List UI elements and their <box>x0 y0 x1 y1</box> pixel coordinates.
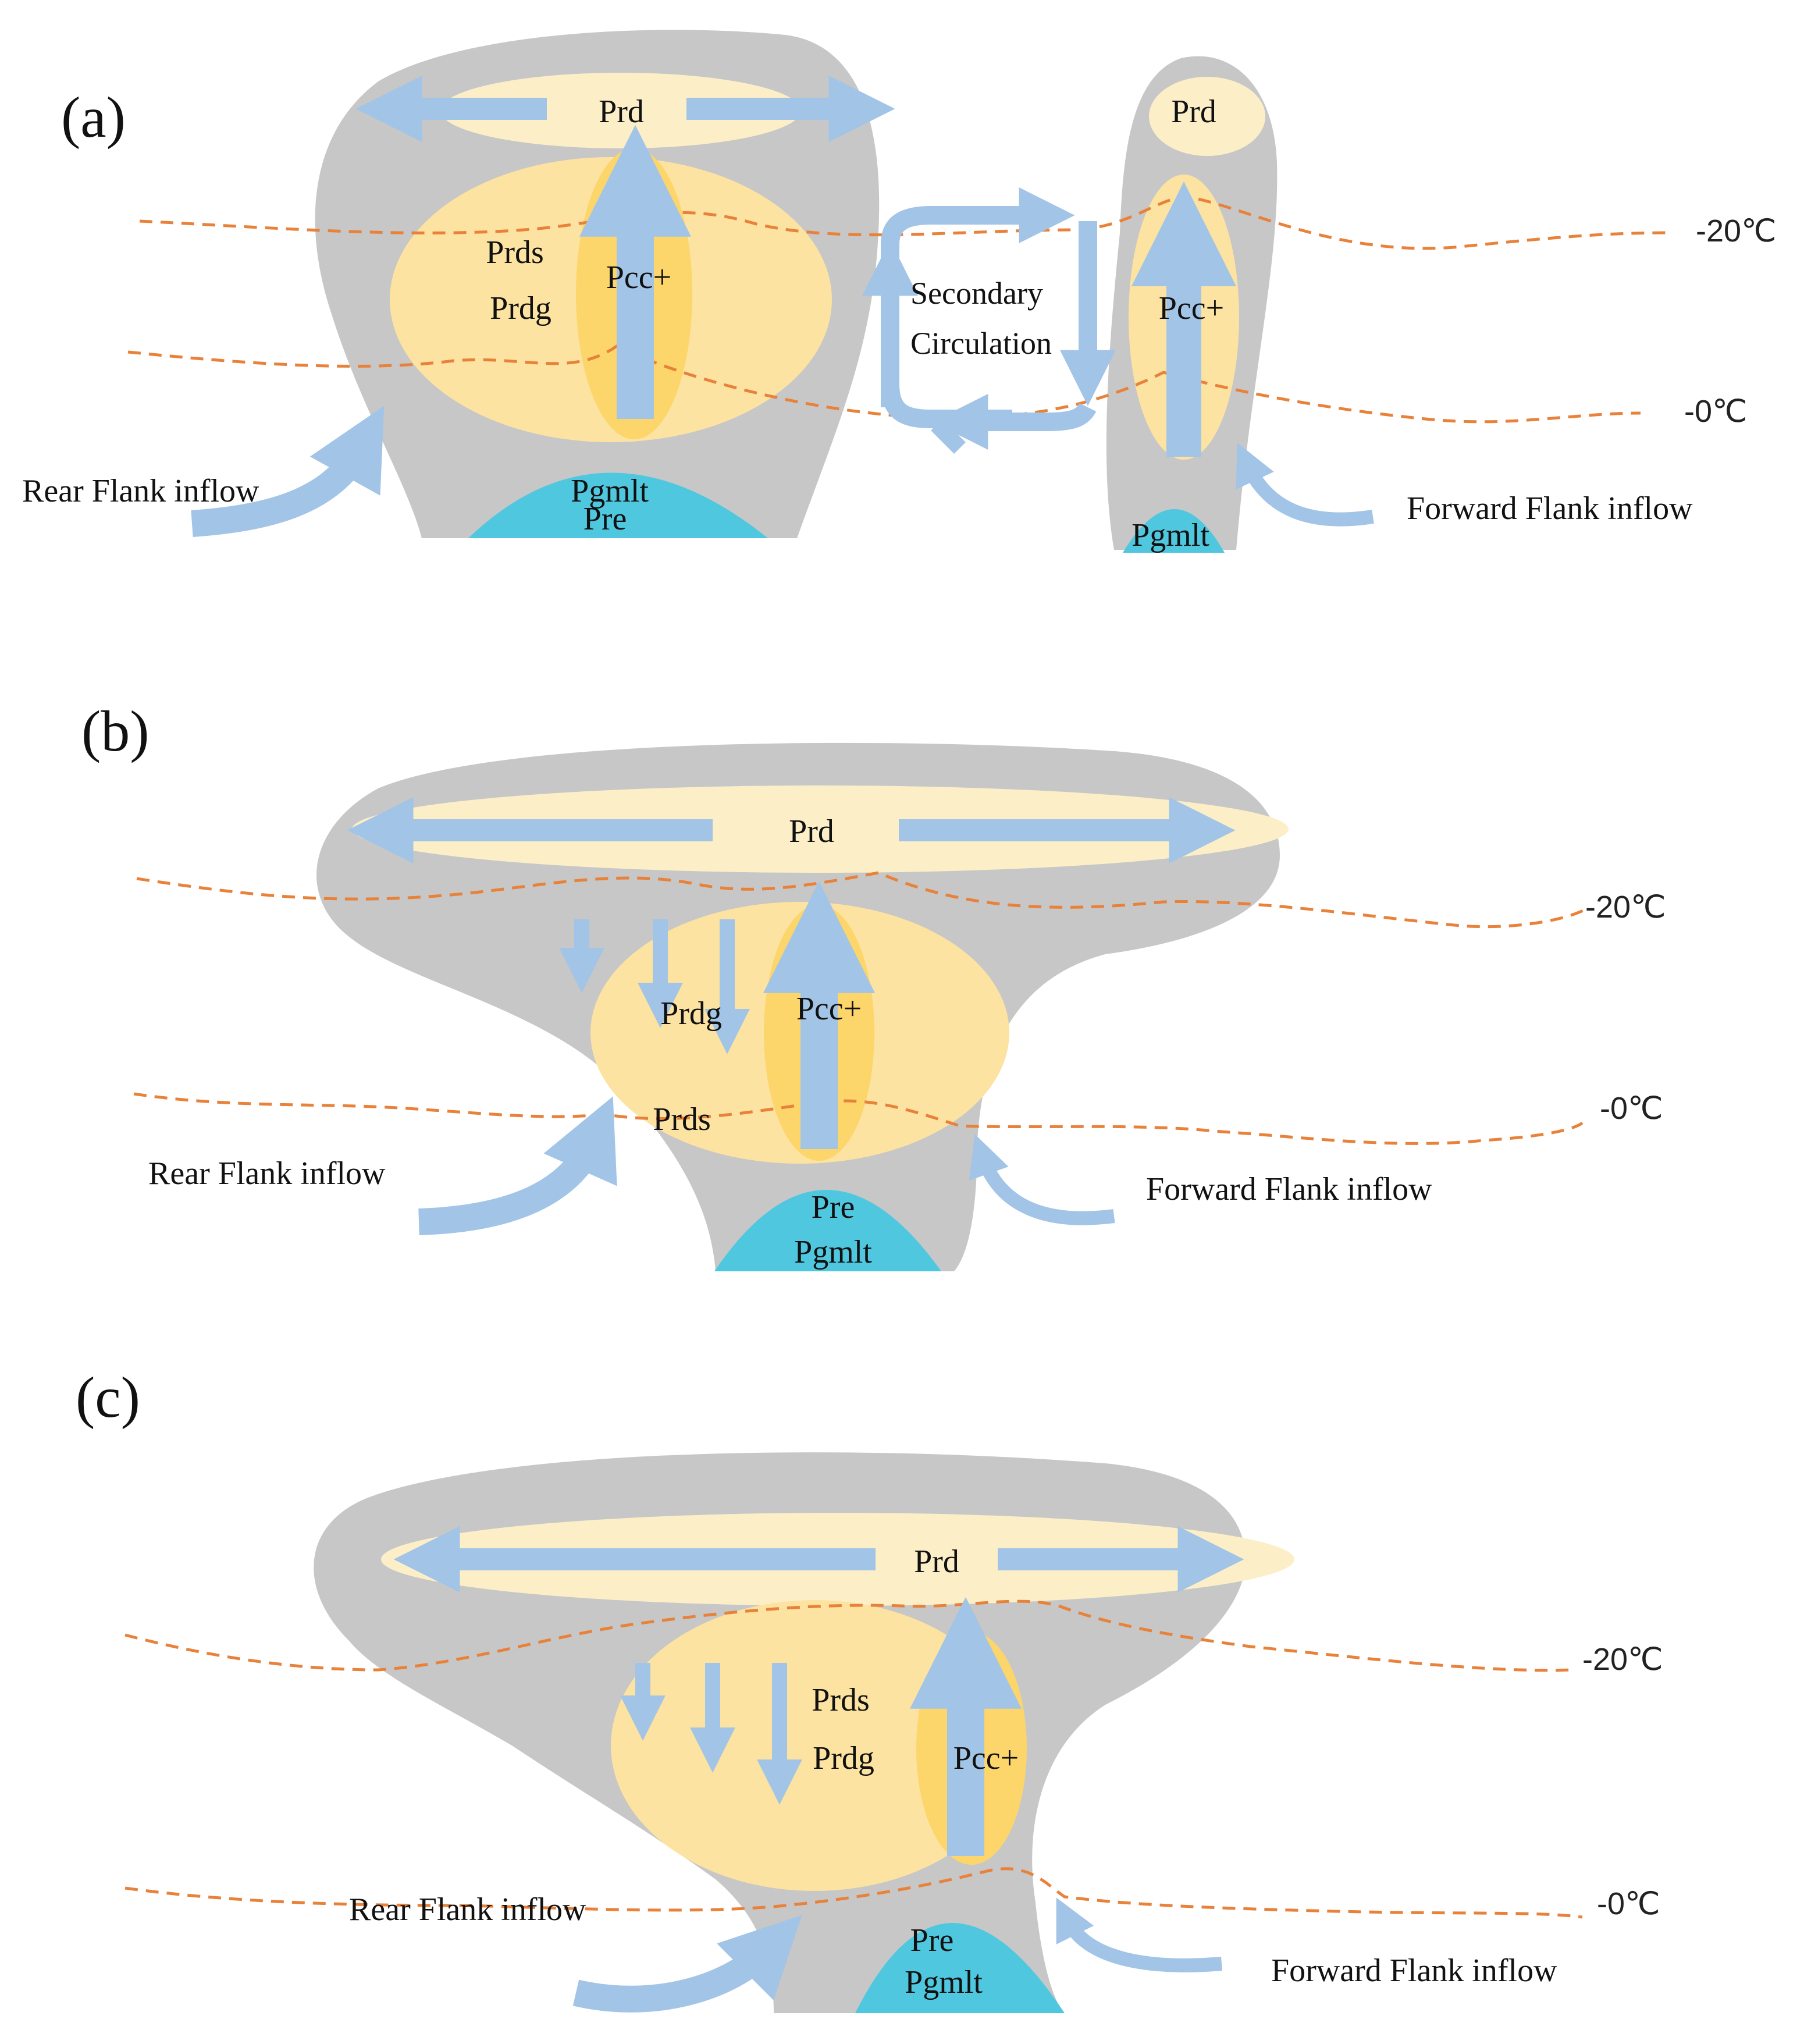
updraft-label: Pcc+ <box>796 991 862 1027</box>
base-label-1: Pgmlt <box>571 473 649 509</box>
panel-c: (c) Prd Prds Prdg Pcc+ Pre Pgmlt -20℃ -0… <box>76 1365 1663 2013</box>
isotherm-zero <box>124 1867 1583 1919</box>
forward-flank-inflow-arrow <box>1236 442 1374 527</box>
melt-region <box>468 472 768 538</box>
core-label-1: Prds <box>812 1682 870 1718</box>
rear-flank-inflow-label: Rear Flank inflow <box>22 473 259 509</box>
right-melt-region <box>1123 509 1225 553</box>
core-label-2: Prdg <box>813 1740 874 1776</box>
temp-lower-label: -0℃ <box>1684 394 1748 429</box>
anvil-label: Prd <box>914 1544 959 1580</box>
base-label-1: Pre <box>812 1189 855 1225</box>
base-label-2: Pre <box>583 501 627 537</box>
melt-region <box>714 1190 941 1271</box>
core-label-2: Prds <box>653 1101 711 1137</box>
forward-flank-inflow-arrow <box>969 1134 1115 1225</box>
anvil-region <box>352 785 1289 873</box>
isotherm-zero <box>133 1092 1584 1145</box>
temp-upper-label: -20℃ <box>1696 214 1777 248</box>
temp-upper-label: -20℃ <box>1585 890 1666 925</box>
rear-flank-inflow-arrow <box>418 1096 617 1235</box>
forward-flank-inflow-label: Forward Flank inflow <box>1146 1171 1432 1207</box>
temp-lower-label: -0℃ <box>1600 1091 1663 1126</box>
forward-flank-inflow-label: Forward Flank inflow <box>1271 1953 1557 1989</box>
temp-upper-label: -20℃ <box>1582 1642 1663 1677</box>
core-label-1: Prds <box>486 234 544 271</box>
right-base-label: Pgmlt <box>1131 517 1209 553</box>
secondary-circulation-label-1: Secondary <box>910 276 1043 311</box>
anvil-region <box>440 73 801 148</box>
right-updraft-label: Pcc+ <box>1159 290 1224 326</box>
anvil-label: Prd <box>789 813 834 849</box>
forward-flank-inflow-label: Forward Flank inflow <box>1407 490 1693 527</box>
isotherm-minus20 <box>139 195 1670 250</box>
rear-flank-inflow-label: Rear Flank inflow <box>148 1156 386 1192</box>
core-label-1: Prdg <box>660 996 722 1032</box>
temp-lower-label: -0℃ <box>1597 1886 1660 1921</box>
base-label-1: Pre <box>910 1922 954 1958</box>
rear-flank-inflow-label: Rear Flank inflow <box>349 1892 586 1928</box>
core-label-2: Prdg <box>490 290 551 326</box>
right-anvil-region <box>1149 77 1265 156</box>
panel-a: (a) <box>22 30 1777 553</box>
secondary-circulation-loop <box>862 187 1116 454</box>
rear-flank-inflow-arrow <box>191 406 385 537</box>
forward-flank-inflow-arrow <box>1056 1897 1222 1972</box>
updraft-label: Pcc+ <box>953 1740 1019 1776</box>
isotherm-minus20 <box>124 1599 1571 1672</box>
base-label-2: Pgmlt <box>794 1234 872 1270</box>
rear-flank-inflow-arrow <box>572 1915 802 2013</box>
secondary-circulation-label-2: Circulation <box>910 326 1052 361</box>
panel-b-label: (b) <box>81 699 150 763</box>
panel-a-label: (a) <box>61 85 126 150</box>
melt-region <box>855 1923 1065 2013</box>
panel-c-label: (c) <box>76 1365 140 1430</box>
isotherm-minus20 <box>136 871 1589 929</box>
right-anvil-label: Prd <box>1171 94 1216 130</box>
base-label-2: Pgmlt <box>905 1964 983 2000</box>
anvil-label: Prd <box>599 94 644 130</box>
panel-b: (b) Prd Prdg Prds Pcc+ Pre Pgmlt -20℃ -0… <box>81 699 1666 1271</box>
updraft-label: Pcc+ <box>606 260 671 296</box>
